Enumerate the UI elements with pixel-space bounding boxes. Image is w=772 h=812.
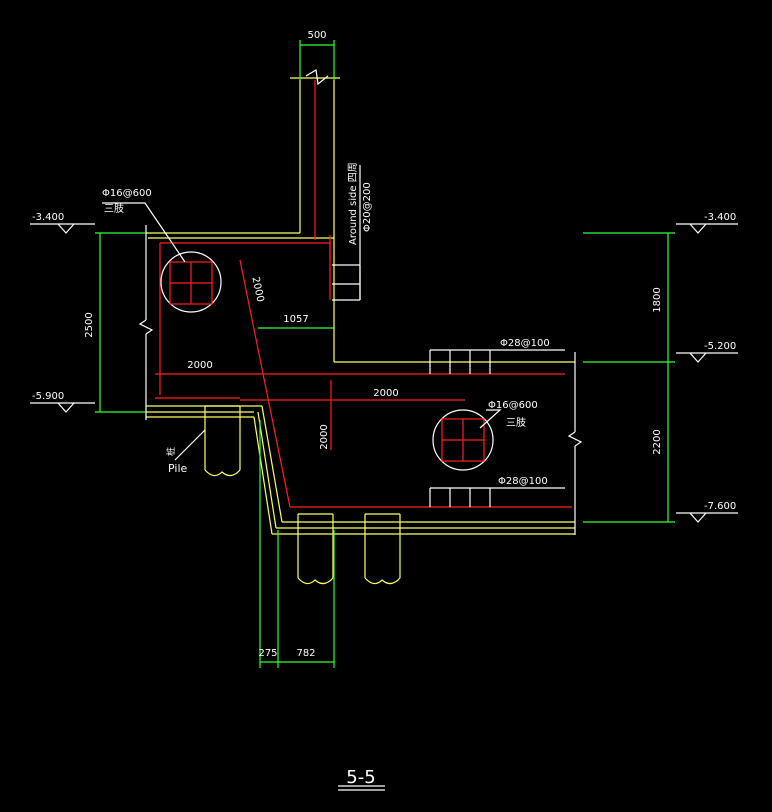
pile-right [364, 513, 401, 585]
label-len-diag: 2000 [249, 276, 265, 303]
label-tie-right-sub: 三肢 [506, 416, 526, 429]
pile-mid [297, 513, 334, 585]
level-markers [30, 223, 738, 523]
diagonal-rebar [239, 259, 291, 508]
label-len-vert: 2000 [319, 424, 330, 449]
label-pile: Pile [168, 462, 188, 475]
label-tie-right: Φ16@600 [488, 400, 538, 411]
label-pile-marker: 桩 [165, 447, 177, 456]
dim-left-height: 2500 [84, 312, 95, 337]
dim-right-upper: 1800 [652, 287, 663, 312]
title-underline [338, 785, 385, 791]
label-top-bar: Φ28@100 [500, 338, 550, 349]
label-tie-left-sub: 三肢 [104, 202, 124, 215]
leaders [102, 165, 502, 461]
concrete-outline [146, 77, 575, 535]
pile-left [204, 405, 241, 477]
dimension-lines [95, 40, 675, 668]
break-lines [138, 69, 583, 535]
label-tie-left: Φ16@600 [102, 188, 152, 199]
rebar [155, 80, 572, 508]
level-bottom-left: -5.900 [32, 391, 64, 402]
label-len-horiz-left: 2000 [187, 360, 212, 371]
level-bottom-right: -7.600 [704, 501, 736, 512]
section-title: 5-5 [346, 767, 375, 788]
label-around-side: Around side 四周 [347, 162, 359, 245]
level-top-right: -3.400 [704, 212, 736, 223]
dim-bottom-left: 275 [258, 648, 277, 659]
label-around-side-spacing: Φ20@200 [362, 182, 373, 232]
label-len-horiz-right: 2000 [373, 388, 398, 399]
dim-wall-thickness: 500 [307, 30, 326, 41]
level-top-left: -3.400 [32, 212, 64, 223]
dim-right-lower: 2200 [652, 429, 663, 454]
dim-bottom-right: 782 [296, 648, 315, 659]
piles [204, 405, 401, 585]
dim-step-width: 1057 [283, 314, 308, 325]
tie-left-circle [160, 251, 222, 313]
level-mid-right: -5.200 [704, 341, 736, 352]
stirrup-ticks [332, 264, 565, 507]
tie-right-circle [432, 409, 494, 471]
label-bottom-bar: Φ28@100 [498, 476, 548, 487]
